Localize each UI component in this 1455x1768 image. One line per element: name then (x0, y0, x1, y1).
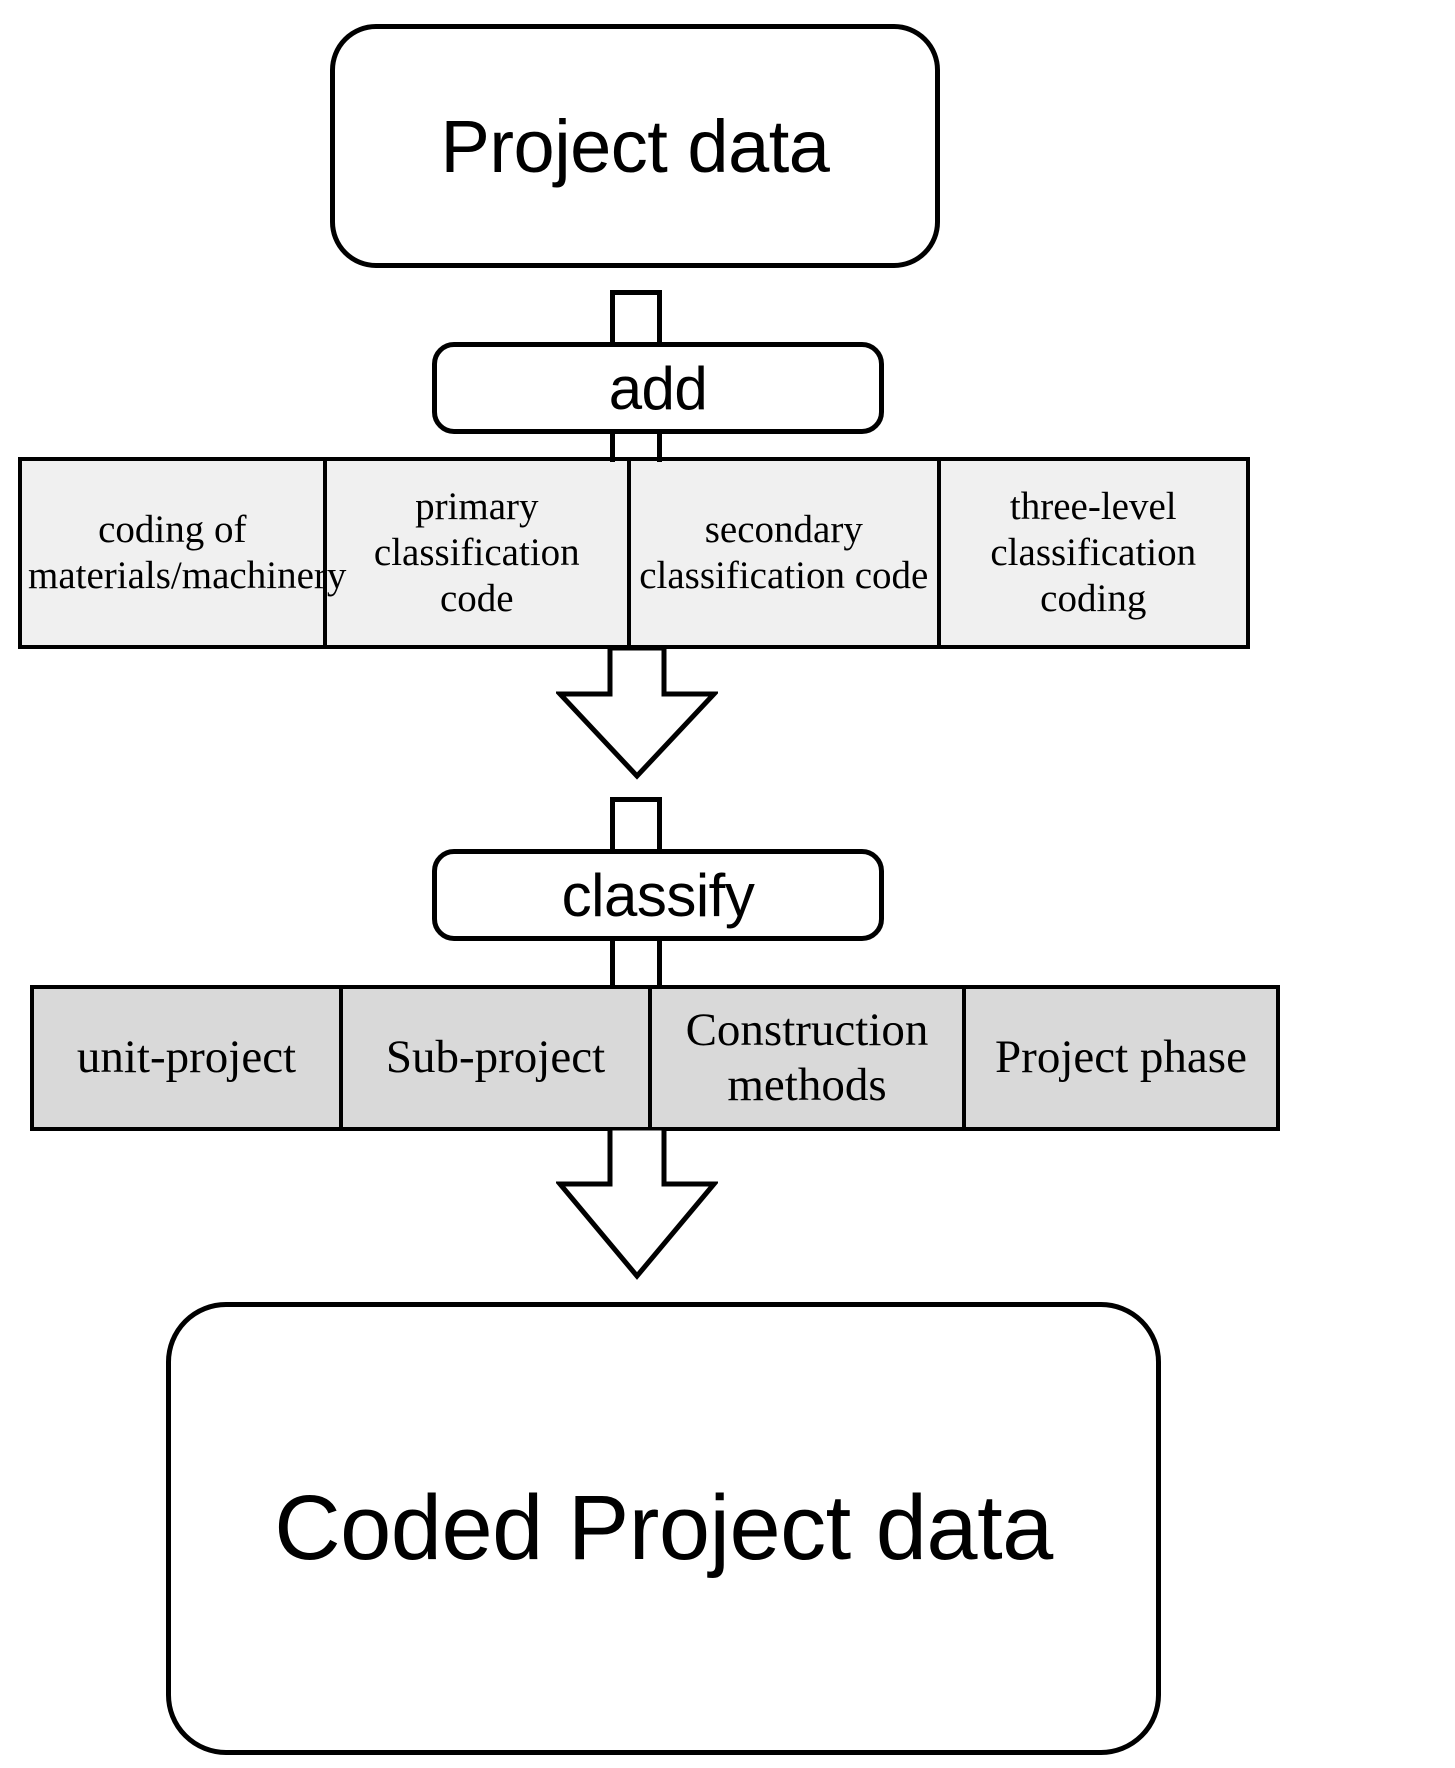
node-classify: classify (432, 849, 884, 941)
node-classify-label: classify (561, 861, 755, 929)
cell-secondary-classification-code: secondary classification code (627, 457, 941, 649)
cell-primary-classification-code: primary classification code (322, 457, 632, 649)
cell-three-level-classification-coding: three-level classification coding (936, 457, 1251, 649)
node-project-data: Project data (330, 24, 940, 268)
connector-classify-to-classification-table (610, 937, 662, 989)
node-coded-project-data: Coded Project data (166, 1302, 1161, 1755)
arrow-classification-to-coded-project-data (556, 1128, 718, 1280)
node-add-label: add (608, 354, 708, 422)
node-coded-project-data-label: Coded Project data (274, 1477, 1053, 1579)
block-arrow-down-icon (556, 648, 718, 780)
block-arrow-down-icon (556, 1128, 718, 1280)
cell-construction-methods: Construction methods (648, 985, 966, 1131)
node-add: add (432, 342, 884, 434)
table-row: coding of materials/machinery primary cl… (18, 457, 1251, 649)
cell-coding-of-materials: coding of materials/machinery (18, 457, 346, 649)
connector-arrow-to-classify (610, 797, 662, 853)
node-project-data-label: Project data (440, 104, 830, 188)
connector-add-to-coding-table (610, 430, 662, 462)
cell-sub-project: Sub-project (339, 985, 652, 1131)
arrow-coding-to-classify (556, 648, 718, 780)
connector-start-to-add (610, 290, 662, 346)
table-coding-attributes: coding of materials/machinery primary cl… (18, 457, 1251, 649)
cell-unit-project: unit-project (30, 985, 343, 1131)
cell-project-phase: Project phase (961, 985, 1281, 1131)
table-classification-dimensions: unit-project Sub-project Construction me… (30, 985, 1281, 1131)
table-row: unit-project Sub-project Construction me… (30, 985, 1281, 1131)
